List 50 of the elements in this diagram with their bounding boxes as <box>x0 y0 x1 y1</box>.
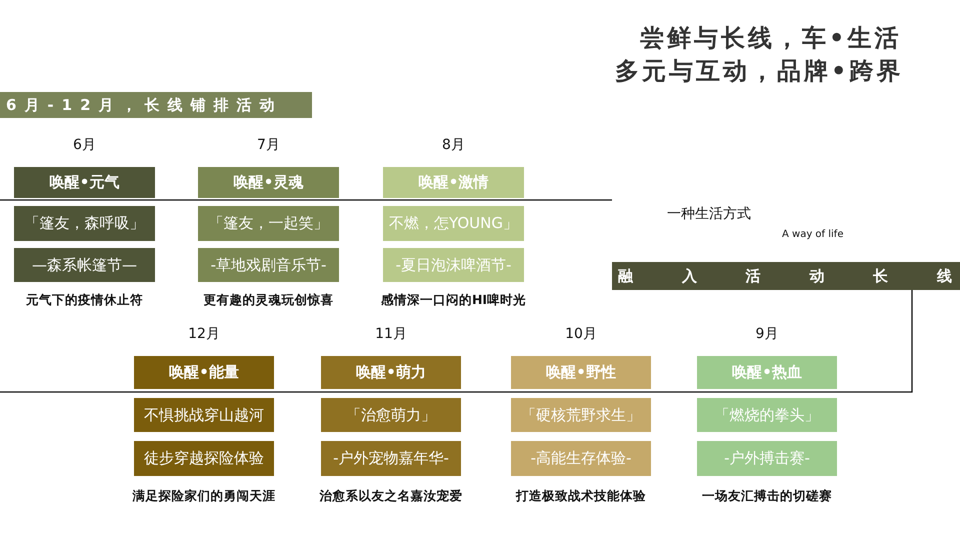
node-text: 「燃烧的拳头」 <box>714 406 820 424</box>
slogan-box <box>511 398 651 432</box>
node-text: 唤醒•野性 <box>546 363 616 382</box>
node-text: 「篷友，森呼吸」 <box>24 214 144 233</box>
node-text: 唤醒•热血 <box>732 363 802 382</box>
node-text: 「硬核荒野求生」 <box>521 406 641 424</box>
subtitle: A way of life <box>782 229 844 240</box>
activity-description: 打造极致战术技能体验 <box>516 488 646 505</box>
node-text: -高能生存体验- <box>530 449 632 468</box>
activity-description: 元气下的疫情休止符 <box>26 292 143 309</box>
activity-description: 感情深一口闷的HI啤时光 <box>380 292 526 309</box>
subtitle: 一种生活方式 <box>667 205 751 223</box>
node-text: 徒步穿越探险体验 <box>144 449 264 468</box>
month-label: 9月 <box>756 325 778 343</box>
slogan-box <box>697 398 837 432</box>
slogan-box <box>321 398 461 432</box>
month-label: 10月 <box>565 325 597 343</box>
node-text: 唤醒•激情 <box>418 173 488 192</box>
activity-description: 一场友汇搏击的切磋赛 <box>702 488 832 505</box>
node-text: -户外搏击赛- <box>724 449 810 468</box>
node-text: -户外宠物嘉年华- <box>333 449 449 468</box>
node-text: 「篷友，一起笑」 <box>208 214 328 233</box>
month-label: 7月 <box>257 136 280 154</box>
node-text: 融入活动长线 <box>618 266 953 286</box>
node-text: 唤醒•灵魂 <box>234 173 304 192</box>
month-label: 8月 <box>442 136 465 154</box>
month-label: 11月 <box>375 325 407 343</box>
activity-description: 满足探险家们的勇闯天涯 <box>132 488 276 505</box>
slogan-box <box>14 206 155 241</box>
activity-description: 治愈系以友之名嘉汝宠爱 <box>320 488 462 505</box>
slogan-text: 多元与互动，品牌•跨界 <box>615 56 904 87</box>
node-text: -草地戏剧音乐节- <box>210 256 326 274</box>
slogan-box <box>198 206 339 241</box>
title-banner <box>0 92 312 118</box>
node-text: 不燃，怎YOUNG」 <box>389 214 518 233</box>
node-text: 唤醒•萌力 <box>356 363 426 382</box>
month-label: 6月 <box>73 136 96 154</box>
node-text: 唤醒•能量 <box>169 363 239 382</box>
activity-description: 更有趣的灵魂玩创惊喜 <box>204 292 334 309</box>
node-text: 唤醒•元气 <box>50 173 120 192</box>
month-label: 12月 <box>188 325 220 343</box>
node-text: -夏日泡沫啤酒节- <box>396 256 512 274</box>
node-text: 不惧挑战穿山越河 <box>144 406 264 424</box>
node-text: 6月-12月，长线铺排活动 <box>6 96 283 114</box>
slogan-box <box>134 398 274 432</box>
slogan-box <box>383 206 524 241</box>
section-banner <box>612 262 960 290</box>
node-text: 「治愈萌力」 <box>346 406 436 424</box>
slogan-text: 尝鲜与长线，车•生活 <box>640 23 902 54</box>
node-text: —森系帐篷节— <box>32 256 137 274</box>
